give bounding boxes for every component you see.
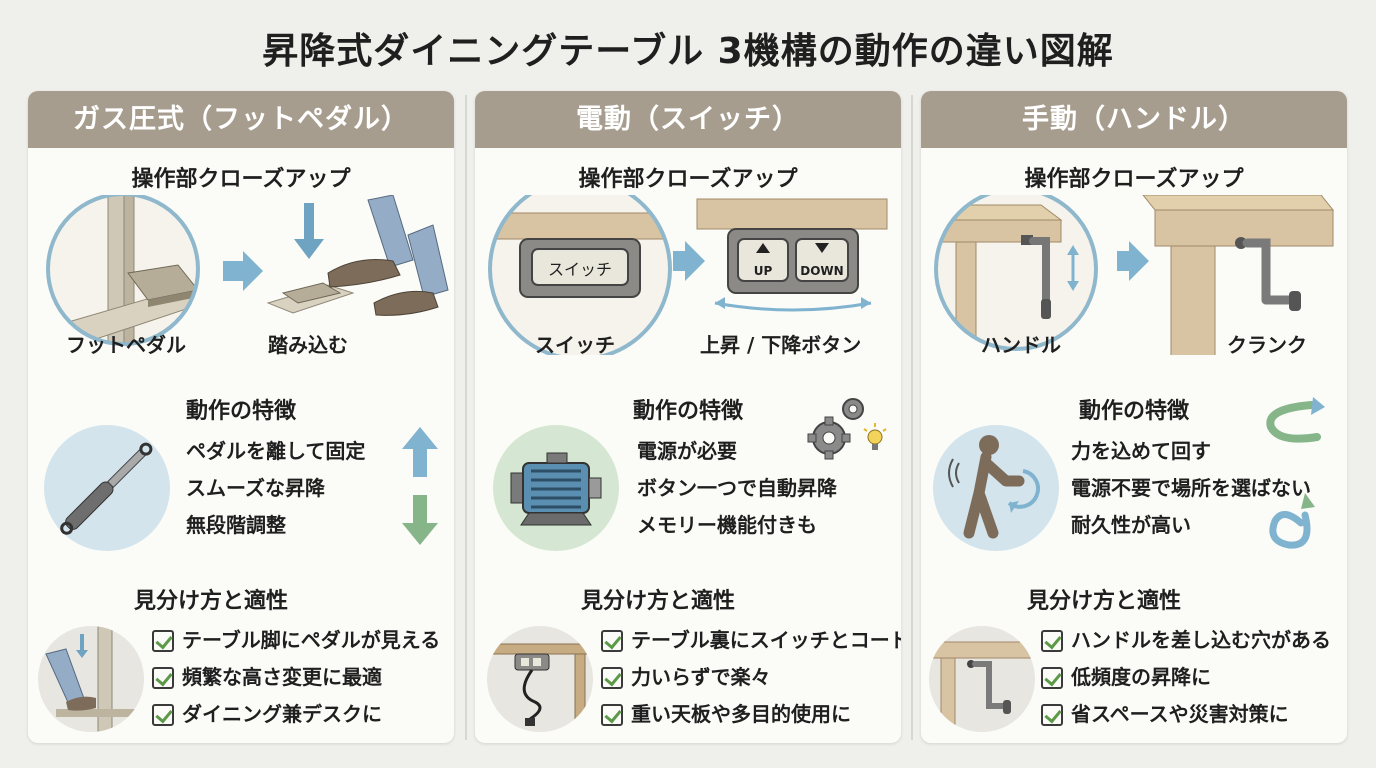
closeup-title: 操作部クローズアップ (131, 167, 351, 192)
feature-item: スムーズな昇降 (186, 476, 325, 500)
page-title: 昇降式ダイニングテーブル 3機構の動作の違い図解 (262, 31, 1114, 72)
panel-manual: 手動（ハンドル） 操作部クローズアップ ハンドル クランク 動作の特徴 (921, 91, 1347, 743)
panel-divider (911, 95, 913, 740)
feature-item: 無段階調整 (186, 513, 286, 537)
switch-button-text: スイッチ (547, 260, 612, 279)
panel-gas-pressure: ガス圧式（フットペダル） 操作部クローズアップ フットペダル 踏み込む 動作の特… (28, 91, 454, 743)
check-item: 力いらずで楽々 (601, 659, 901, 696)
label-handle: ハンドル (981, 333, 1061, 357)
label-step-on: 踏み込む (268, 333, 348, 357)
panel-header: 電動（スイッチ） (475, 91, 901, 148)
down-button-text: DOWN (800, 264, 844, 278)
checkbox-icon (601, 629, 623, 652)
panel-electric: 電動（スイッチ） 操作部クローズアップ スイッチ UP DOWN スイッチ 上昇… (475, 91, 901, 743)
checkbox-icon (601, 703, 623, 726)
checkbox-icon (1041, 703, 1063, 726)
checkbox-icon (601, 666, 623, 689)
label-crank: クランク (1227, 333, 1307, 357)
label-switch: スイッチ (535, 333, 615, 357)
check-item: 頻繁な高さ変更に最適 (152, 659, 440, 696)
checkbox-icon (152, 703, 174, 726)
features-title: 動作の特徴 (185, 399, 296, 424)
up-down-arrows-icon (402, 427, 438, 545)
person-turning-icon (933, 425, 1059, 551)
pedal-leg-icon (38, 626, 144, 732)
feature-item: ペダルを離して固定 (186, 439, 366, 463)
check-item: テーブル脚にペダルが見える (152, 622, 440, 659)
closeup-title: 操作部クローズアップ (578, 167, 798, 192)
feature-list: ペダルを離して固定 スムーズな昇降 無段階調整 (186, 433, 365, 544)
checkbox-icon (1041, 666, 1063, 689)
check-item: ダイニング兼デスクに (152, 696, 440, 733)
features-title: 動作の特徴 (632, 399, 743, 424)
check-list: ハンドルを差し込む穴がある 低頻度の昇降に 省スペースや災害対策に (1041, 622, 1331, 733)
panel-header: ガス圧式（フットペダル） (28, 91, 454, 148)
check-item: 低頻度の昇降に (1041, 659, 1331, 696)
manual-closeup-illustration (934, 195, 1335, 355)
electric-closeup-illustration (488, 195, 888, 355)
features-title: 動作の特徴 (1078, 399, 1189, 424)
checkbox-icon (152, 666, 174, 689)
suitability-title: 見分け方と適性 (133, 589, 288, 614)
feature-item: 力を込めて回す (1071, 439, 1211, 463)
curved-arrows-icon (1266, 397, 1325, 549)
gas-spring-icon (44, 425, 170, 551)
gas-closeup-illustration (46, 195, 449, 346)
panel-divider (465, 95, 467, 740)
closeup-title: 操作部クローズアップ (1024, 167, 1244, 192)
feature-item: 電源が必要 (637, 439, 737, 463)
feature-item: メモリー機能付きも (637, 513, 817, 537)
check-list: テーブル裏にスイッチとコード 力いらずで楽々 重い天板や多目的使用に (601, 622, 901, 733)
check-item: 省スペースや災害対策に (1041, 696, 1331, 733)
switch-cord-icon (487, 626, 593, 732)
feature-list: 電源が必要 ボタン一つで自動昇降 メモリー機能付きも (637, 433, 837, 544)
motor-icon (493, 425, 619, 551)
feature-item: 電源不要で場所を選ばない (1071, 476, 1311, 500)
crank-table-icon (929, 626, 1035, 732)
gears-lightbulb-icon (807, 398, 887, 460)
check-item: 重い天板や多目的使用に (601, 696, 901, 733)
label-up-down-buttons: 上昇 / 下降ボタン (700, 333, 862, 357)
check-item: ハンドルを差し込む穴がある (1041, 622, 1331, 659)
check-list: テーブル脚にペダルが見える 頻繁な高さ変更に最適 ダイニング兼デスクに (152, 622, 440, 733)
check-item: テーブル裏にスイッチとコード (601, 622, 901, 659)
feature-item: 耐久性が高い (1071, 513, 1191, 537)
feature-item: ボタン一つで自動昇降 (637, 476, 837, 500)
label-foot-pedal: フットペダル (66, 333, 186, 357)
checkbox-icon (1041, 629, 1063, 652)
feature-list: 力を込めて回す 電源不要で場所を選ばない 耐久性が高い (1071, 433, 1311, 544)
panel-header: 手動（ハンドル） (921, 91, 1347, 148)
checkbox-icon (152, 629, 174, 652)
suitability-title: 見分け方と適性 (1026, 589, 1181, 614)
suitability-title: 見分け方と適性 (580, 589, 735, 614)
up-button-text: UP (753, 264, 773, 278)
